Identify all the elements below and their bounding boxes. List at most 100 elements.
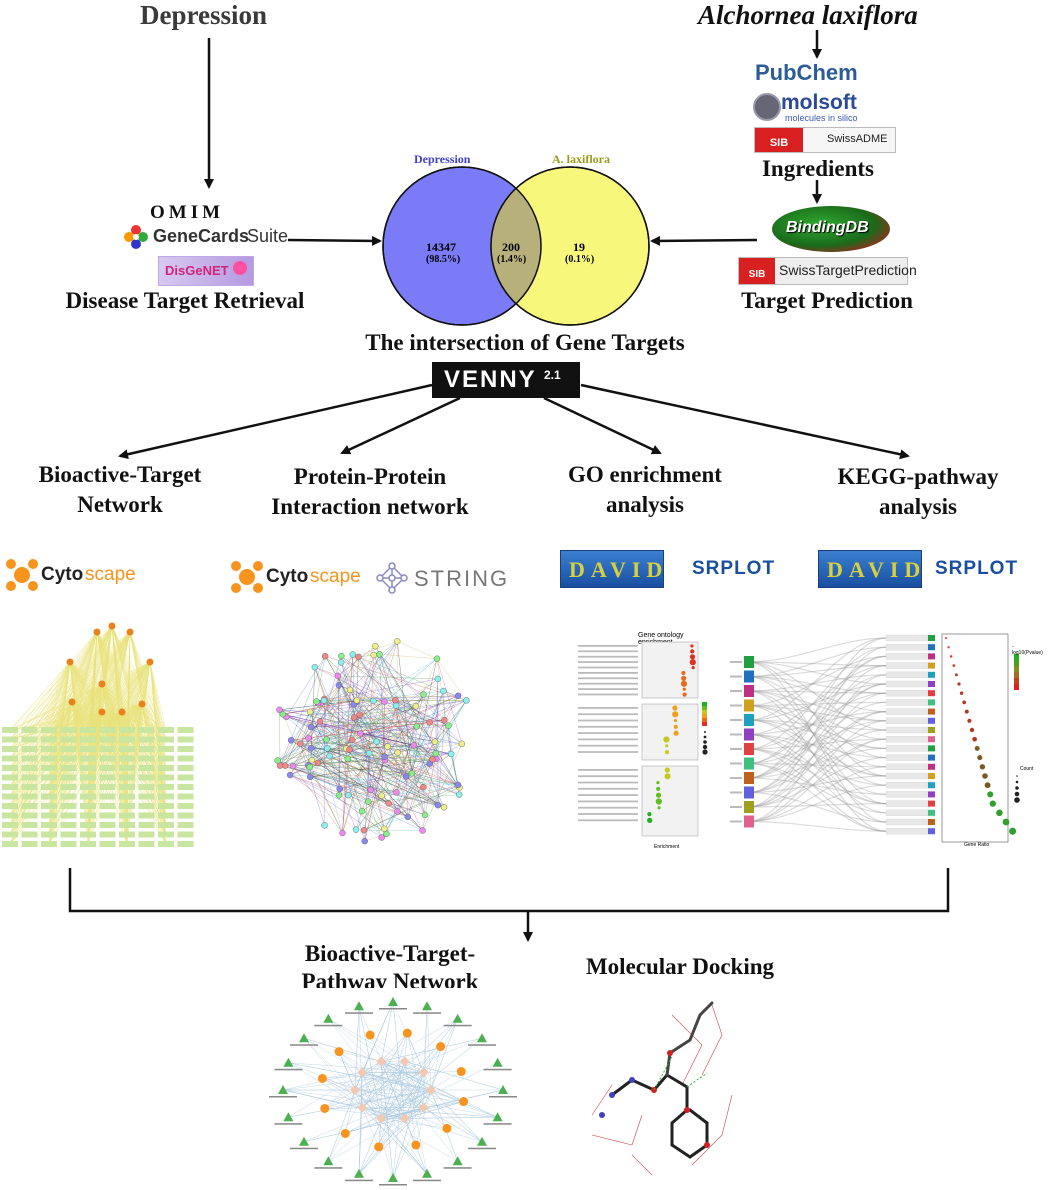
btp-edge: [381, 1089, 432, 1119]
arrow-to-ppi: [340, 396, 461, 455]
network-edge: [48, 625, 113, 826]
ppi-network-image: [274, 638, 470, 845]
dotplot-point: [959, 691, 964, 695]
ppi-edge: [361, 753, 452, 812]
kegg-legend-pvalue: -log10(Pvalue): [1012, 644, 1043, 656]
btp-edge: [339, 1051, 382, 1062]
string-logo: STRING: [376, 562, 521, 594]
genecards-text: GeneCards: [153, 226, 250, 246]
go-dot: [647, 812, 652, 817]
ligand-bond: [630, 1078, 656, 1092]
btp-edge: [362, 1072, 498, 1118]
network-edge: [96, 631, 128, 835]
ppi-node: [433, 655, 441, 662]
kegg-sankey-image: Gene Ratio -log10(Pvalue) Count: [728, 632, 1043, 854]
sankey-flow: [747, 777, 887, 795]
go-dot: [681, 675, 687, 681]
ppi-node: [286, 771, 294, 779]
target-node: [21, 774, 38, 781]
ppi-edge: [375, 646, 458, 786]
dotplot-point: [967, 718, 972, 723]
target-node: [177, 793, 194, 800]
dotplot-point: [982, 773, 988, 779]
ppi-node: [376, 651, 383, 658]
dotplot-size-legend: [1016, 775, 1018, 777]
ppi-node: [345, 791, 352, 799]
btp-edge: [354, 1089, 464, 1102]
kegg-plot-xlabel: Gene Ratio: [964, 842, 990, 848]
btp-edge: [404, 1101, 464, 1119]
btp-edge: [404, 1061, 483, 1142]
residue-line: [711, 1004, 723, 1036]
target-node: [138, 755, 155, 762]
go-term-label: [578, 672, 638, 674]
ppi-edge: [311, 719, 445, 728]
go-term-label: [578, 794, 638, 796]
sankey-pathway-label: [885, 818, 929, 826]
btp-edge: [381, 1118, 458, 1162]
btp-edge: [381, 1018, 458, 1119]
dotplot-point: [972, 736, 977, 742]
sankey-pathway-label: [885, 671, 929, 678]
go-term-label: [578, 744, 638, 747]
residue-line: [671, 1014, 703, 1046]
ppi-edge: [282, 714, 414, 746]
network-edge: [9, 661, 151, 750]
target-node: [158, 784, 174, 790]
ppi-node: [336, 785, 343, 793]
omim-logo: OMIM: [150, 202, 225, 223]
ppi-edge: [289, 689, 351, 776]
btp-edge: [288, 1089, 432, 1118]
ppi-edge: [279, 709, 435, 742]
target-node: [119, 727, 135, 733]
ppi-edge: [349, 749, 407, 777]
ppi-edge: [311, 654, 353, 761]
compound-node: [442, 1123, 452, 1133]
target-node: [2, 736, 18, 743]
sankey-pathway-label: [885, 772, 929, 780]
sankey-pathway-block: [928, 809, 935, 816]
target-node: [138, 765, 155, 771]
btp-edge: [381, 1061, 448, 1129]
ppi-node: [381, 698, 388, 705]
target-node: [21, 822, 38, 828]
network-edge: [48, 701, 73, 845]
btp-edge: [358, 1072, 363, 1174]
target-node: [80, 736, 96, 743]
dotplot-point: [957, 682, 961, 686]
ppi-edge: [363, 787, 460, 831]
btp-edge: [370, 1034, 424, 1073]
dotplot-point: [962, 700, 967, 705]
ppi-node: [372, 642, 379, 650]
btp-edge: [303, 1038, 363, 1108]
target-node: [60, 793, 77, 800]
network-edge: [96, 631, 167, 835]
btp-edge: [354, 1038, 483, 1091]
sankey-flow: [747, 720, 887, 823]
compound-node: [320, 1103, 330, 1113]
ppi-node: [308, 757, 316, 764]
target-node: [60, 746, 77, 752]
ppi-edge: [384, 700, 467, 829]
ligand-bond: [670, 1108, 689, 1125]
pathway-node: [498, 1085, 508, 1094]
dotplot-point: [1009, 827, 1017, 835]
depression-heading: Depression: [140, 0, 268, 30]
ppi-node: [308, 745, 315, 752]
sankey-pathway-block: [928, 773, 935, 779]
btp-edge: [345, 1089, 432, 1134]
btp-edge: [423, 1006, 428, 1073]
ppi-edge: [352, 654, 467, 701]
target-node: [119, 765, 135, 771]
btp-edge: [358, 1089, 432, 1174]
network-edge: [9, 631, 98, 769]
go-term-label: [578, 800, 638, 803]
ppi-edge: [309, 766, 343, 834]
sankey-flow: [747, 766, 887, 823]
ppi-node: [373, 738, 380, 745]
sankey-pathway-label: [885, 800, 929, 807]
sankey-pathway-block: [928, 644, 935, 651]
ppi-node: [412, 703, 420, 710]
btp-edge: [358, 1006, 382, 1119]
ppi-edge: [363, 816, 408, 831]
